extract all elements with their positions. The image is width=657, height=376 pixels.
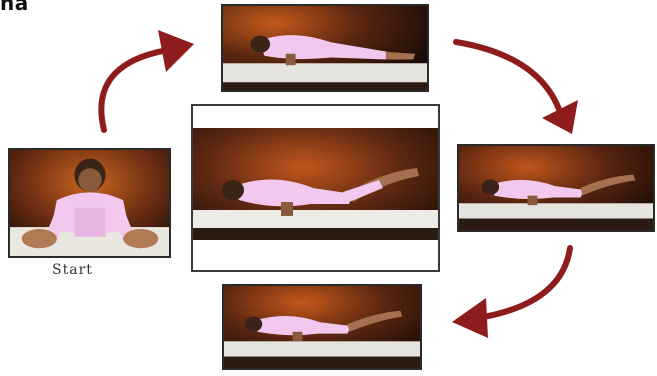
arrow-head-right [542, 100, 578, 134]
heading-fragment: na [0, 0, 29, 15]
arm-balance-pose-illustration [459, 146, 653, 230]
arrow-head-top [158, 30, 194, 72]
arrow-start-to-top [101, 50, 168, 130]
start-pose-photo [8, 148, 171, 258]
step-photo-right [457, 144, 655, 232]
arm-balance-pose-illustration [193, 106, 438, 270]
step-photo-center [191, 104, 440, 272]
kneeling-pose-illustration [10, 150, 169, 256]
arrow-top-to-right [456, 42, 560, 112]
plank-prep-pose-illustration [223, 6, 427, 90]
arm-balance-pose-illustration [224, 286, 420, 368]
arrow-right-to-bottom [478, 248, 570, 318]
start-caption: Start [52, 262, 93, 278]
step-photo-bottom [222, 284, 422, 370]
arrow-head-bottom [452, 298, 488, 338]
step-photo-top [221, 4, 429, 92]
